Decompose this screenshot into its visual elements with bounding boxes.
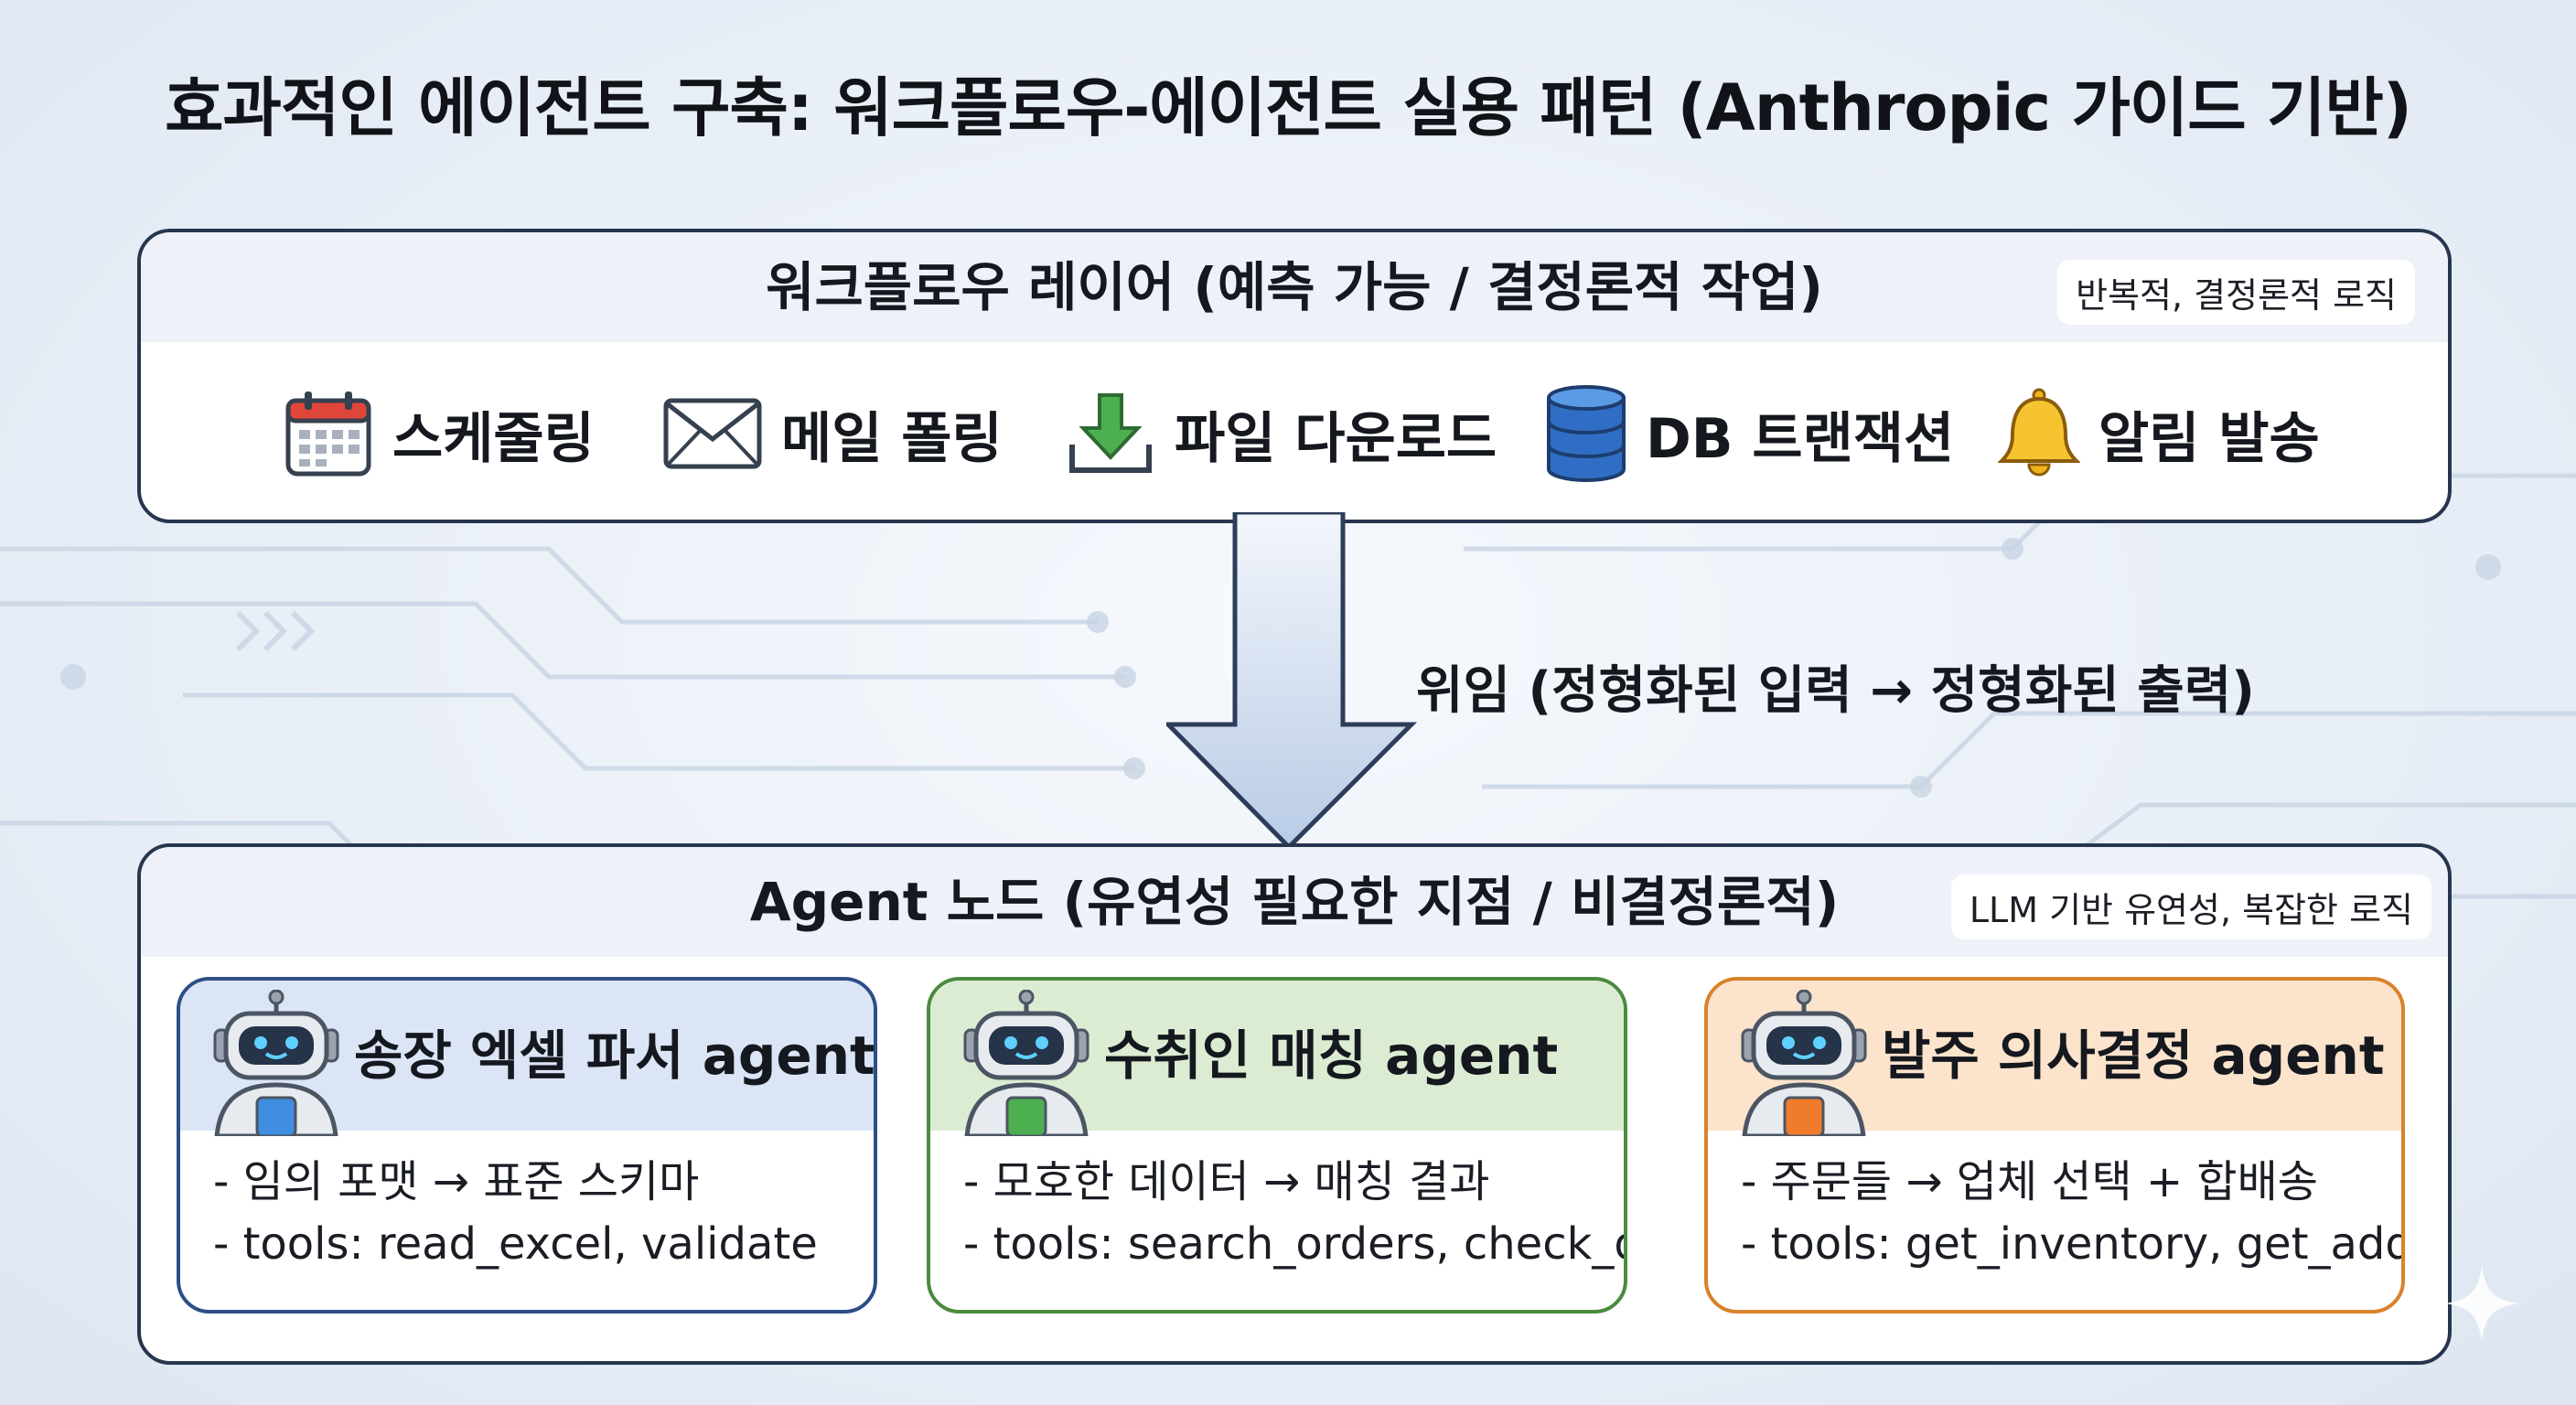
workflow-item-label: 알림 발송: [2098, 406, 2320, 471]
agent-card-body: - 모호한 데이터 → 매칭 결과 - tools: search_orders…: [930, 1131, 1624, 1275]
agent-card-header: 수취인 매칭 agent: [930, 981, 1624, 1136]
agent-card-io: - 모호한 데이터 → 매칭 결과: [963, 1156, 1490, 1207]
agent-card-body: - 임의 포맷 → 표준 스키마 - tools: read_excel, va…: [180, 1131, 874, 1275]
download-icon: [1069, 393, 1152, 473]
workflow-item-label: 메일 폴링: [781, 406, 1003, 471]
workflow-layer-header: 워크플로우 레이어 (예측 가능 / 결정론적 작업) 반복적, 결정론적 로직: [141, 232, 2448, 342]
agent-card-recipient-matching: 수취인 매칭 agent - 모호한 데이터 → 매칭 결과 - tools: …: [927, 977, 1627, 1314]
agent-card-title: 송장 엑셀 파서 agent: [354, 1024, 875, 1087]
workflow-layer-tag: 반복적, 결정론적 로직: [2057, 260, 2415, 325]
workflow-layer-title: 워크플로우 레이어 (예측 가능 / 결정론적 작업): [766, 256, 1823, 318]
robot-icon: [1741, 990, 1867, 1136]
agent-card-io: - 임의 포맷 → 표준 스키마: [213, 1156, 700, 1207]
agent-card-tools: - tools: get_inventory, get_addr: [1741, 1218, 2405, 1270]
robot-icon: [213, 990, 339, 1136]
delegation-arrow: [1166, 512, 1418, 851]
sparkle-icon: [2444, 1266, 2519, 1341]
agent-card-body: - 주문들 → 업체 선택 + 합배송 - tools: get_invento…: [1708, 1131, 2401, 1275]
agent-card-title: 수취인 매칭 agent: [1104, 1024, 1559, 1087]
envelope-icon: [663, 398, 762, 469]
agent-card-title: 발주 의사결정 agent: [1882, 1024, 2385, 1087]
workflow-item-label: DB 트랜잭션: [1646, 406, 1955, 471]
page-title: 효과적인 에이전트 구축: 워크플로우-에이전트 실용 패턴 (Anthropi…: [165, 70, 2412, 145]
workflow-items: 스케줄링 메일 폴링 파일 다운로드 DB 트랜잭션: [141, 342, 2448, 520]
calendar-icon: [285, 391, 371, 477]
workflow-item-db-transaction: DB 트랜잭션: [1545, 342, 1955, 520]
workflow-item-label: 스케줄링: [392, 406, 595, 471]
workflow-item-mail-polling: 메일 폴링: [662, 342, 1003, 520]
agent-card-header: 송장 엑셀 파서 agent: [180, 981, 875, 1136]
agent-card-invoice-parser: 송장 엑셀 파서 agent - 임의 포맷 → 표준 스키마 - tools:…: [177, 977, 877, 1314]
database-icon: [1547, 385, 1626, 482]
delegation-label: 위임 (정형화된 입력 → 정형화된 출력): [1416, 661, 2255, 721]
agent-card-order-decision: 발주 의사결정 agent - 주문들 → 업체 선택 + 합배송 - tool…: [1704, 977, 2405, 1314]
workflow-item-file-download: 파일 다운로드: [1065, 342, 1497, 520]
agent-card-io: - 주문들 → 업체 선택 + 합배송: [1741, 1156, 2318, 1207]
bell-icon: [1998, 388, 2080, 477]
agent-layer-tag: LLM 기반 유연성, 복잡한 로직: [1950, 874, 2431, 939]
workflow-item-label: 파일 다운로드: [1175, 406, 1497, 471]
agent-card-tools: - tools: search_orders, check_dup: [963, 1218, 1627, 1270]
workflow-layer-panel: 워크플로우 레이어 (예측 가능 / 결정론적 작업) 반복적, 결정론적 로직…: [137, 229, 2452, 523]
robot-icon: [963, 990, 1089, 1136]
workflow-item-scheduling: 스케줄링: [283, 342, 595, 520]
agent-layer-header: Agent 노드 (유연성 필요한 지점 / 비결정론적) LLM 기반 유연성…: [141, 847, 2448, 957]
agent-card-header: 발주 의사결정 agent: [1708, 981, 2401, 1136]
agent-card-tools: - tools: read_excel, validate: [213, 1218, 818, 1270]
agent-layer-title: Agent 노드 (유연성 필요한 지점 / 비결정론적): [749, 871, 1840, 933]
workflow-item-notification: 알림 발송: [1998, 342, 2320, 520]
